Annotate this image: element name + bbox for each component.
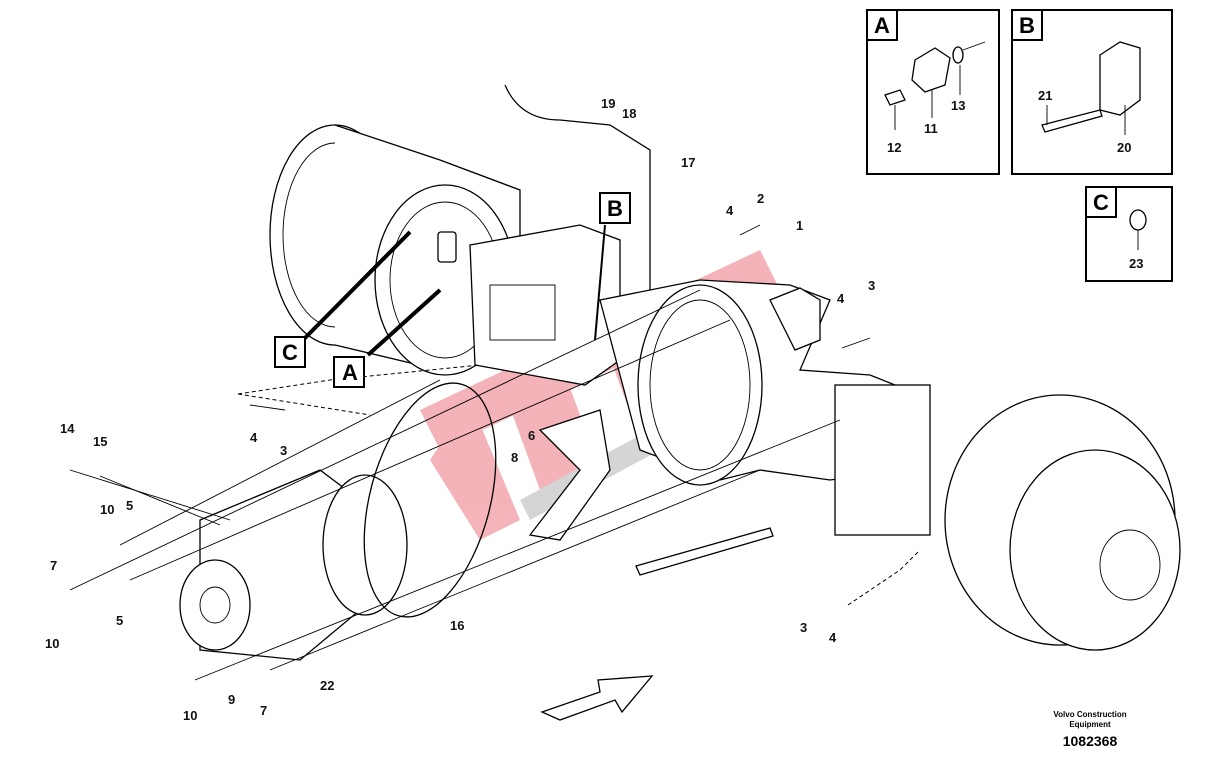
svg-text:20: 20: [1117, 140, 1131, 155]
svg-text:9: 9: [228, 692, 235, 707]
right-wheel-hub: [944, 394, 1181, 651]
drawing-number: 1082368: [1062, 733, 1118, 749]
svg-text:21: 21: [1038, 88, 1052, 103]
leader-lines: [69, 224, 871, 681]
svg-text:10: 10: [45, 636, 59, 651]
svg-text:C: C: [282, 340, 298, 365]
svg-text:4: 4: [250, 430, 258, 445]
svg-text:5: 5: [126, 498, 133, 513]
svg-text:19: 19: [601, 96, 615, 111]
detail-box-c: C 23: [1085, 186, 1173, 282]
svg-text:3: 3: [800, 620, 807, 635]
svg-text:B: B: [607, 196, 623, 221]
callout-c: C: [274, 336, 306, 368]
o-ring: [363, 382, 497, 618]
svg-text:10: 10: [183, 708, 197, 723]
svg-text:14: 14: [60, 421, 75, 436]
svg-text:23: 23: [1129, 256, 1143, 271]
svg-text:B: B: [1019, 13, 1035, 38]
svg-text:3: 3: [868, 278, 875, 293]
svg-text:15: 15: [93, 434, 107, 449]
company-name-line1: Volvo Construction: [1053, 710, 1127, 719]
hose: [504, 84, 651, 290]
svg-text:8: 8: [511, 450, 518, 465]
svg-text:4: 4: [829, 630, 837, 645]
svg-text:A: A: [874, 13, 890, 38]
svg-text:2: 2: [757, 191, 764, 206]
detail-box-a: A 13 12 11: [866, 9, 1000, 175]
pin: [635, 527, 774, 576]
svg-text:7: 7: [260, 703, 267, 718]
svg-text:22: 22: [320, 678, 334, 693]
svg-text:10: 10: [100, 502, 114, 517]
svg-text:3: 3: [280, 443, 287, 458]
svg-text:A: A: [342, 360, 358, 385]
detail-box-b: B 21 20: [1011, 9, 1173, 175]
company-name-line2: Equipment: [1069, 720, 1111, 729]
direction-arrow: [540, 675, 654, 721]
svg-text:4: 4: [726, 203, 734, 218]
differential-carrier: [179, 469, 408, 661]
svg-text:6: 6: [528, 428, 535, 443]
svg-text:7: 7: [50, 558, 57, 573]
svg-text:5: 5: [116, 613, 123, 628]
svg-text:17: 17: [681, 155, 695, 170]
svg-text:16: 16: [450, 618, 464, 633]
svg-text:1: 1: [796, 218, 803, 233]
svg-text:11: 11: [924, 121, 938, 136]
callout-b: B: [599, 192, 631, 224]
svg-text:4: 4: [837, 291, 845, 306]
title-block: Volvo Construction Equipment 1082368: [1020, 710, 1160, 749]
svg-text:12: 12: [887, 140, 901, 155]
callout-a: A: [333, 356, 365, 388]
svg-text:C: C: [1093, 190, 1109, 215]
bracket: [528, 409, 611, 541]
svg-text:18: 18: [622, 106, 636, 121]
part-number-labels: 1 2 3 3 3 4 4 4 4 5 5 6 7 7 8 9 10 10 10…: [45, 96, 875, 723]
svg-text:13: 13: [951, 98, 965, 113]
